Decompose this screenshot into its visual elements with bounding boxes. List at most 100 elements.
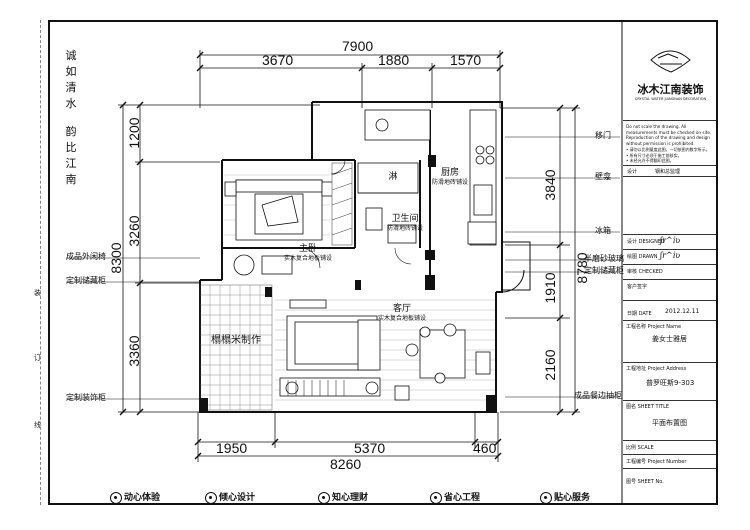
room-note: 实木复合地板铺设 [283, 255, 332, 262]
scale-label: 比例 SCALE [626, 445, 654, 451]
signature: ʃr^ı̇ʋ [660, 251, 681, 260]
slogan-text: 动心体验 [124, 493, 161, 503]
note-left: 定制储藏柜 [66, 276, 106, 285]
room-name: 卫生间 [391, 214, 419, 224]
slogan-icon [205, 491, 217, 504]
note-left: 定制装饰柜 [66, 393, 106, 402]
notice-english: Do not scale the drawing. All measuremen… [626, 124, 712, 146]
project-name-label: 工程名称 Project Name [626, 324, 682, 330]
room-name: 榻榻米制作 [211, 335, 261, 346]
title-block-divider [623, 165, 716, 166]
note-right: 移门 [595, 131, 611, 140]
dim-bottom-part: 5370 [354, 440, 386, 456]
dim-top-part: 1880 [378, 52, 410, 68]
dim-right-part: 2160 [542, 349, 558, 381]
dim-top-part: 3670 [262, 52, 294, 68]
title-block-divider [623, 234, 716, 235]
dim-right-part: 1910 [542, 272, 558, 304]
footer-slogan: 贴心服务 [540, 490, 590, 504]
poem-column: 诚 如 清 水 韵 比 江 南 [64, 48, 78, 188]
slogan-text: 知心理财 [332, 493, 369, 503]
note-right: 成品餐边抽柜 [574, 391, 622, 400]
logo-text: 冰木江南装饰 [637, 83, 704, 96]
sheet-title: 平面布置图 [652, 419, 687, 427]
title-block-divider [623, 249, 716, 250]
dim-top-total: 7900 [342, 38, 374, 54]
note-right: 壁龛 [595, 172, 611, 181]
title-block-divider [623, 400, 716, 401]
title-block-divider [623, 468, 716, 469]
dim-bottom-total: 8260 [330, 456, 362, 472]
sign-label: 客户签字 [627, 284, 648, 290]
title-block-divider [623, 454, 716, 455]
sheet-number-label: 图号 SHEET No. [626, 479, 664, 485]
slogan-text: 倾心设计 [219, 493, 256, 503]
note-left: 成品外闲椅 [66, 252, 106, 261]
room-label-kitchen: 厨房 防滑地砖铺设 [430, 168, 470, 188]
designer-label: 设计 [627, 169, 638, 175]
title-block-divider [623, 300, 716, 301]
dim-left-part: 1200 [126, 117, 142, 149]
room-label-bathroom: 卫生间 防滑地砖铺设 [385, 214, 425, 234]
dim-left-part: 3360 [126, 335, 142, 367]
title-block-divider [623, 120, 716, 121]
notice-line: • 所有尺寸必须于施工前核实。 [626, 152, 682, 158]
designer-name: 钢和总监理 [655, 169, 681, 175]
sign-label: 绘图 DRAWN [627, 254, 658, 260]
project-name: 姜女士雅居 [652, 335, 687, 343]
sheet-title-label: 图名 SHEET TITLE [626, 404, 670, 410]
dim-top-part: 1570 [450, 52, 482, 68]
binding-mark-3: 线 [34, 421, 41, 429]
dim-bottom-part: 1950 [216, 440, 248, 456]
company-logo: 冰木江南装饰 CRYSTAL WATER JIANGNAN DECORATION [628, 45, 713, 115]
room-name: 客厅 [392, 304, 411, 314]
project-address: 普罗旺斯9-303 [646, 379, 695, 387]
footer-slogan: 知心理财 [318, 490, 368, 504]
slogan-text: 省心工程 [444, 493, 481, 503]
room-name: 厨房 [440, 168, 459, 178]
signature: ʃr^ı̇ʋ [660, 236, 681, 245]
title-block-divider [623, 440, 716, 441]
poem-char: 水 [65, 97, 77, 110]
slogan-icon [430, 491, 442, 504]
poem-char: 如 [65, 65, 77, 78]
room-note: 实木复合地板铺设 [377, 315, 426, 322]
room-label-living: 客厅 实木复合地板铺设 [362, 304, 442, 324]
binding-mark-1: 装 [34, 289, 41, 297]
dim-bottom-part: 460 [473, 440, 497, 456]
note-right: 半磨砂玻璃 [584, 254, 624, 263]
room-label-master-bedroom: 主卧 实木复合地板铺设 [268, 244, 348, 264]
notice-line: • 未经允许不得翻印此图。 [626, 158, 674, 163]
room-label-tatami: 榻榻米制作 [206, 336, 266, 346]
notice-chinese: • 请勿以比例量度此图，一切依图内数字所示。 • 所有尺寸必须于施工前核实。 •… [626, 147, 714, 164]
title-block-divider [623, 320, 716, 321]
project-address-label: 工程地址 Project Address [626, 366, 687, 372]
room-note: 防滑地砖铺设 [431, 179, 468, 186]
slogan-text: 贴心服务 [554, 493, 591, 503]
title-block-divider [623, 176, 716, 177]
poem-char: 江 [65, 157, 77, 170]
sign-label: 设计 DESIGNED [627, 239, 665, 245]
project-number-label: 工程编号 Project Number [626, 459, 687, 465]
poem-char: 韵 [65, 125, 77, 138]
poem-char: 南 [65, 173, 77, 186]
notice-line: • 请勿以比例量度此图，一切依图内数字所示。 [626, 147, 710, 152]
footer-slogan: 省心工程 [430, 490, 480, 504]
binding-line [40, 20, 41, 505]
footer-slogan: 动心体验 [110, 490, 160, 504]
poem-char: 比 [65, 141, 77, 154]
dim-left-total: 8300 [108, 242, 124, 274]
footer-slogan: 倾心设计 [205, 490, 255, 504]
room-label-shower: 淋 [383, 172, 403, 182]
room-name: 主卧 [298, 244, 317, 254]
dim-left-part: 3260 [126, 215, 142, 247]
title-block-divider [623, 279, 716, 280]
poem-char: 清 [65, 81, 77, 94]
note-right: 定制储藏柜 [584, 266, 624, 275]
drawing-date: 2012.12.11 [665, 308, 700, 315]
title-block-divider [623, 362, 716, 363]
note-right: 冰箱 [595, 226, 611, 235]
sign-label: 审核 CHECKED [627, 269, 663, 275]
dim-right-part: 3840 [542, 169, 558, 201]
